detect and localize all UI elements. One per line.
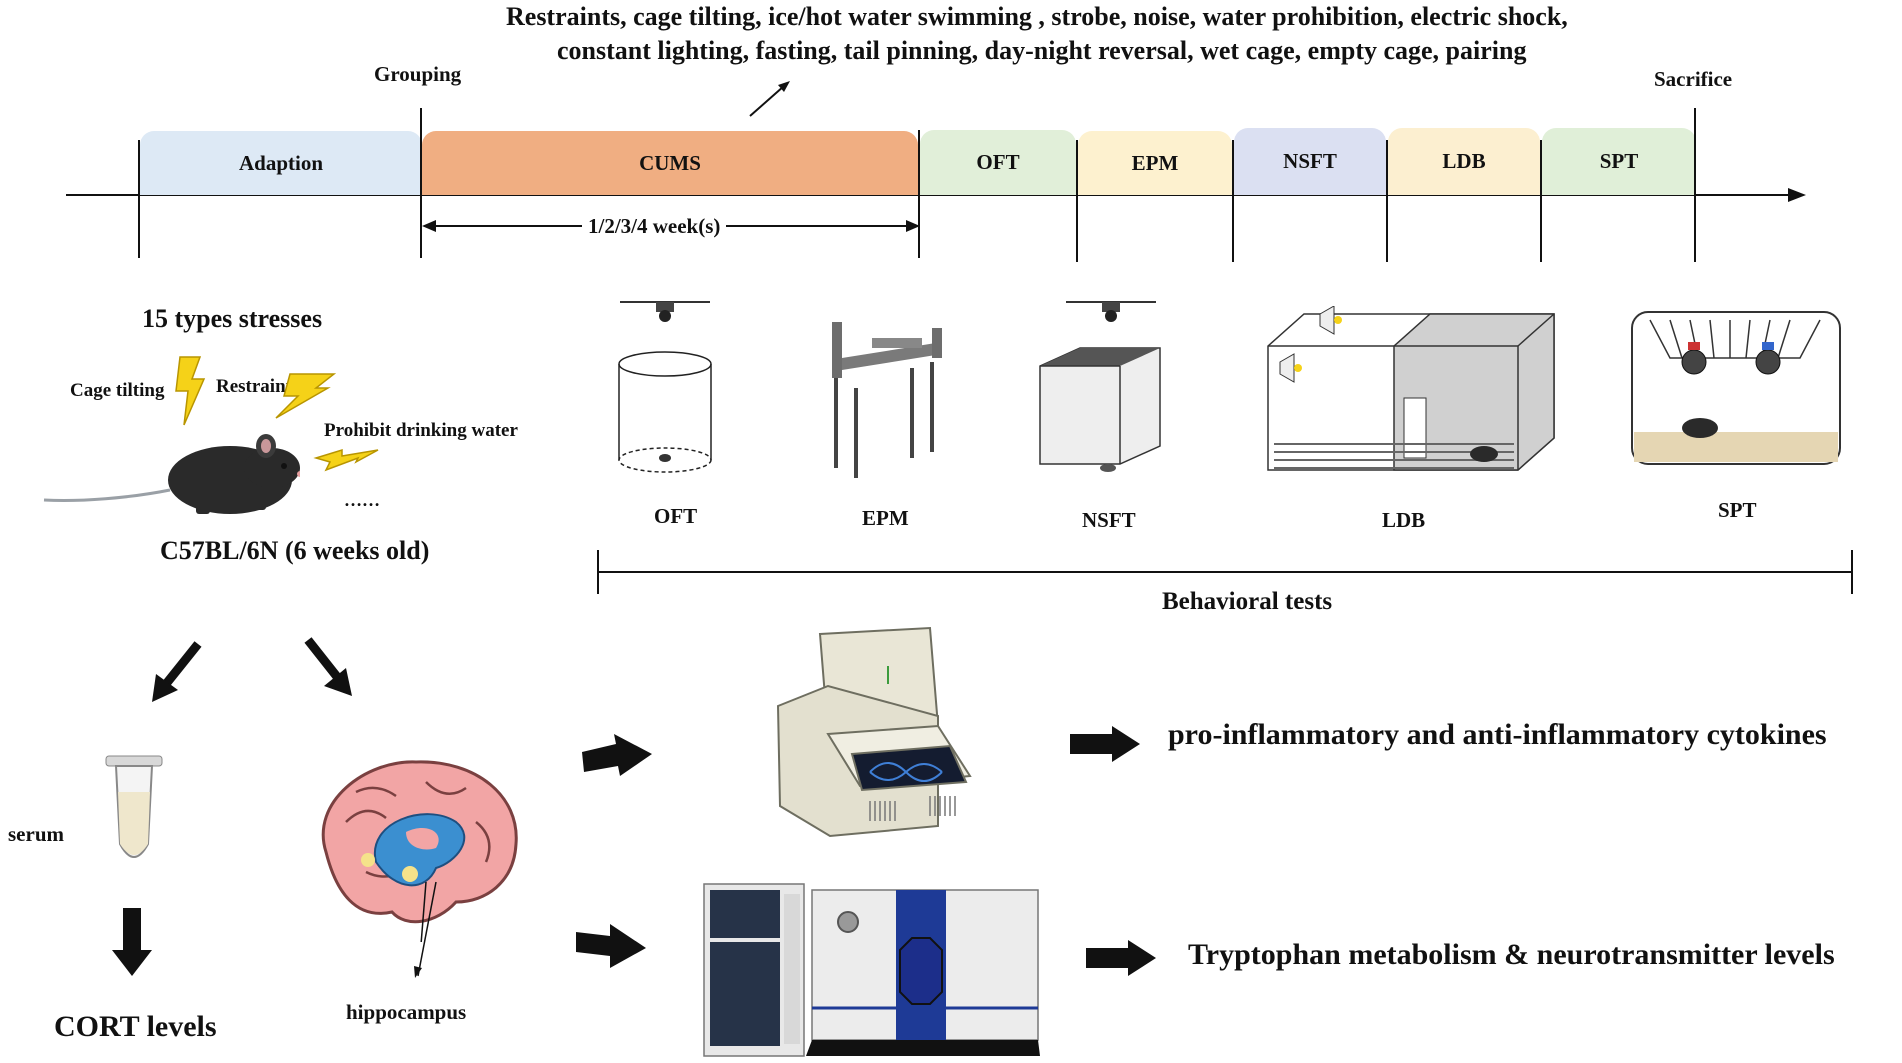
cort-levels: CORT levels bbox=[54, 1010, 217, 1043]
duration-label: 1/2/3/4 week(s) bbox=[582, 214, 727, 239]
phase-ldb: LDB bbox=[1388, 128, 1540, 195]
phase-cums: CUMS bbox=[422, 131, 918, 195]
right-arrow-icon bbox=[576, 924, 646, 968]
right-arrow-icon bbox=[582, 734, 652, 776]
ellipsis-label: …… bbox=[344, 490, 380, 510]
phase-oft: OFT bbox=[920, 130, 1076, 195]
epm-apparatus-icon bbox=[832, 322, 942, 478]
nsft-apparatus-icon bbox=[1039, 301, 1161, 472]
serum-label: serum bbox=[8, 822, 64, 846]
tick-grouping bbox=[420, 108, 422, 258]
lcms-instrument-icon bbox=[703, 883, 1040, 1057]
lightning-icon bbox=[275, 373, 336, 419]
oft-apparatus-icon bbox=[618, 301, 712, 473]
stressor-list-line2: constant lighting, fasting, tail pinning… bbox=[557, 36, 1527, 65]
tick-nsft-end bbox=[1386, 140, 1388, 262]
grouping-label: Grouping bbox=[374, 62, 462, 86]
tick-cums-end bbox=[918, 130, 920, 258]
pcr-machine-icon bbox=[776, 626, 972, 838]
brain-icon bbox=[321, 760, 518, 942]
phase-nsft: NSFT bbox=[1234, 128, 1386, 195]
behavioral-tests-label: Behavioral tests bbox=[1162, 588, 1333, 615]
oft-label: OFT bbox=[654, 504, 698, 528]
right-arrow-icon bbox=[1070, 726, 1140, 762]
hippocampus-pointer bbox=[414, 881, 437, 978]
ldb-apparatus-icon bbox=[1267, 306, 1555, 471]
ldb-label: LDB bbox=[1382, 508, 1426, 532]
phase-epm: EPM bbox=[1078, 131, 1232, 195]
tick-sacrifice bbox=[1694, 108, 1696, 262]
lightning-icon bbox=[313, 448, 379, 472]
phase-spt: SPT bbox=[1542, 128, 1696, 195]
cage-tilting-label: Cage tilting bbox=[70, 380, 165, 401]
spt-apparatus-icon bbox=[1631, 311, 1841, 465]
behavioral-tests-bracket bbox=[597, 550, 1853, 594]
stressor-list-line1: Restraints, cage tilting, ice/hot water … bbox=[506, 2, 1568, 31]
prohibit-water-label: Prohibit drinking water bbox=[324, 420, 518, 441]
serum-tube-icon bbox=[105, 755, 163, 858]
restraint-label: Restraint bbox=[216, 376, 292, 397]
spt-label: SPT bbox=[1718, 498, 1757, 522]
hippocampus-label: hippocampus bbox=[346, 1000, 467, 1024]
mouse-icon bbox=[43, 434, 300, 514]
nsft-label: NSFT bbox=[1082, 508, 1136, 532]
tick-oft-end bbox=[1076, 140, 1078, 262]
tryptophan-outcome: Tryptophan metabolism & neurotransmitter… bbox=[1188, 938, 1835, 971]
epm-label: EPM bbox=[862, 506, 909, 530]
phase-adaption: Adaption bbox=[140, 131, 422, 195]
tick-ldb-end bbox=[1540, 140, 1542, 262]
tick-epm-end bbox=[1232, 140, 1234, 262]
down-arrow-icon bbox=[112, 908, 152, 976]
sacrifice-label: Sacrifice bbox=[1654, 67, 1733, 91]
right-arrow-icon bbox=[1086, 940, 1156, 976]
stress-title: 15 types stresses bbox=[142, 304, 323, 333]
tick-start bbox=[138, 140, 140, 258]
strain-label: C57BL/6N (6 weeks old) bbox=[160, 536, 430, 565]
lightning-icon bbox=[175, 356, 206, 426]
arrow-to-serum bbox=[152, 641, 202, 702]
cytokines-outcome: pro-inflammatory and anti-inflammatory c… bbox=[1168, 718, 1827, 751]
arrow-to-brain bbox=[304, 637, 352, 696]
